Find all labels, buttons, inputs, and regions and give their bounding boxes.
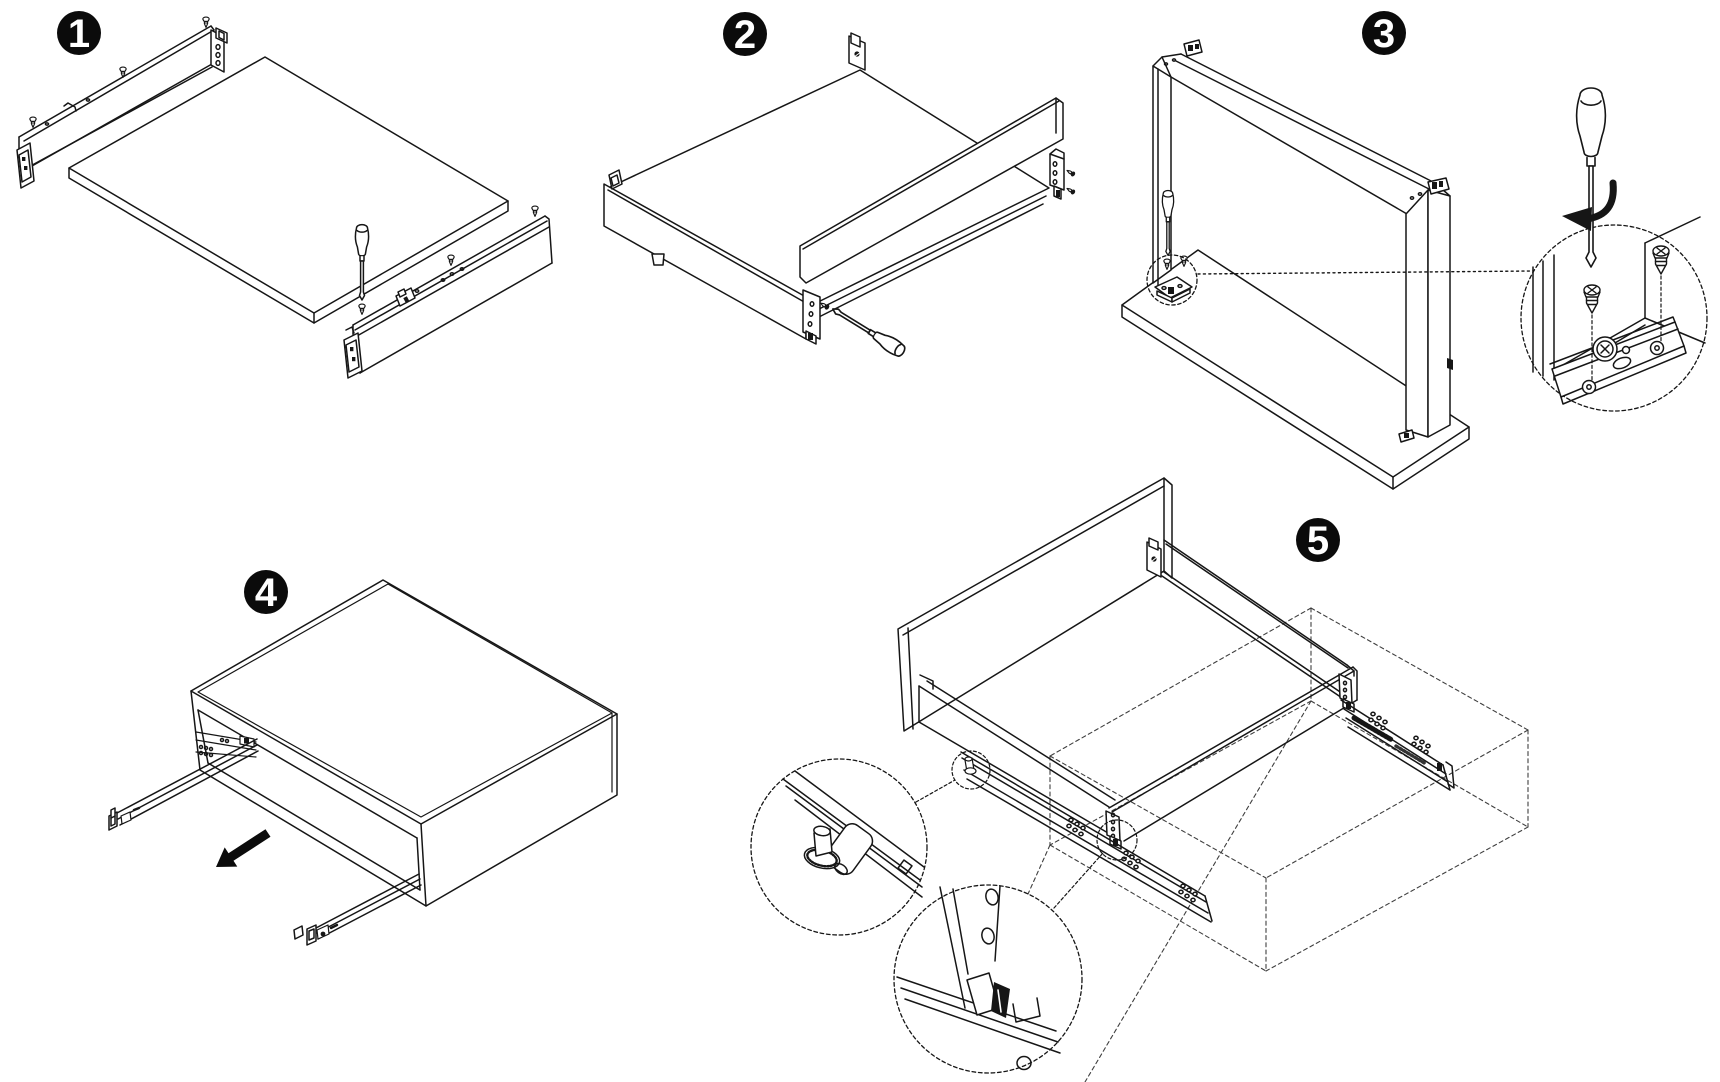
svg-text:2: 2 xyxy=(734,13,756,57)
svg-text:4: 4 xyxy=(255,571,278,615)
svg-text:1: 1 xyxy=(68,12,90,56)
svg-text:3: 3 xyxy=(1373,12,1395,56)
svg-text:5: 5 xyxy=(1307,519,1329,563)
